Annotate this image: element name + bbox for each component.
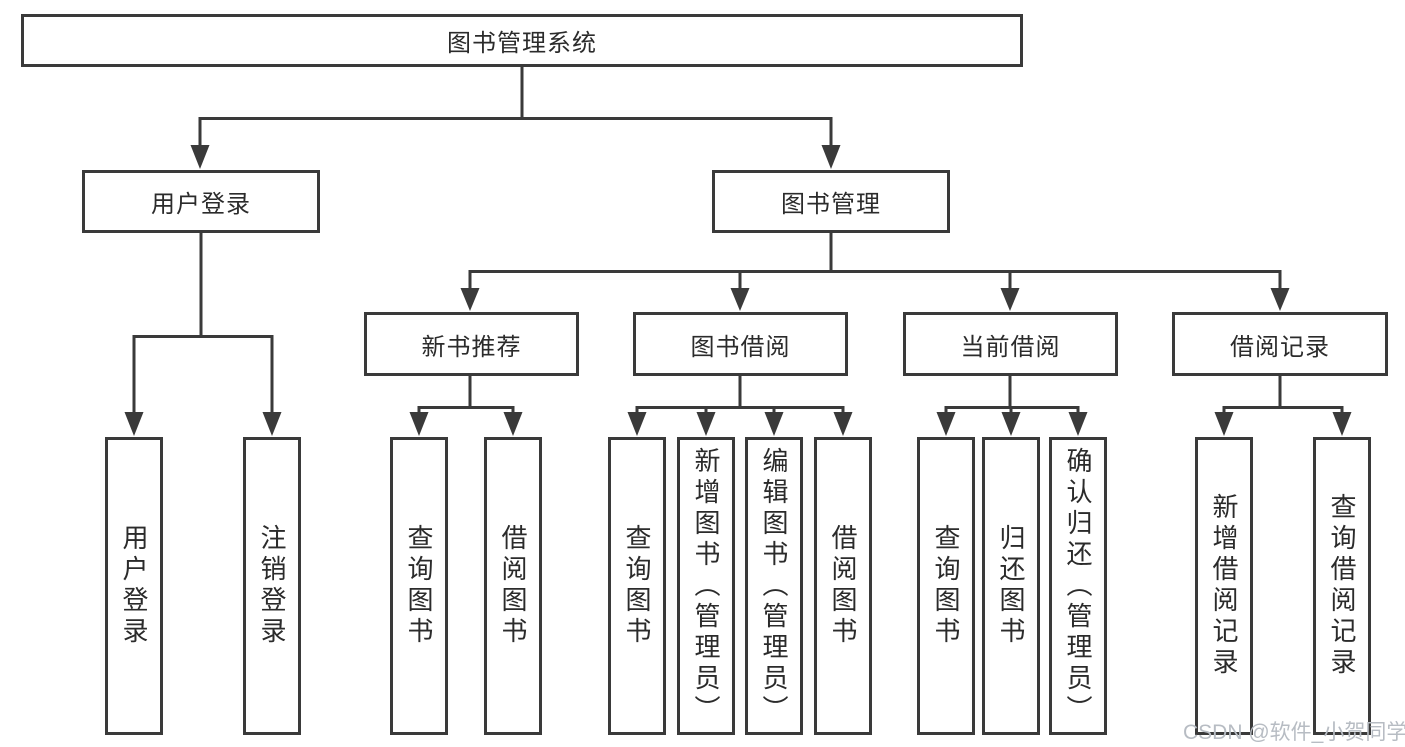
csdn-watermark: CSDN @软件_小贺同学 — [1183, 721, 1405, 744]
node-book-borrowing: 图书借阅 — [633, 312, 848, 376]
leaf-confirm-return-admin: 确认归还（管理员） — [1049, 437, 1107, 735]
node-label: 新书推荐 — [421, 333, 522, 361]
node-label: 用户登录 — [119, 524, 149, 648]
leaf-query-books-recommend: 查询图书 — [390, 437, 448, 735]
leaf-query-books-borrowing: 查询图书 — [608, 437, 666, 735]
node-label: 查询图书 — [622, 524, 652, 648]
leaf-edit-book-admin: 编辑图书（管理员） — [745, 437, 803, 735]
node-label: 查询图书 — [404, 524, 434, 648]
leaf-logout: 注销登录 — [243, 437, 301, 735]
node-label: 查询借阅记录 — [1327, 493, 1357, 679]
node-borrowing-records: 借阅记录 — [1172, 312, 1388, 376]
node-label: 归还图书 — [996, 524, 1026, 648]
node-label: 新增借阅记录 — [1209, 493, 1239, 679]
leaf-user-login: 用户登录 — [105, 437, 163, 735]
leaf-borrow-books-recommend: 借阅图书 — [484, 437, 542, 735]
node-label: 新增图书（管理员） — [691, 446, 721, 726]
node-book-management: 图书管理 — [712, 170, 950, 233]
leaf-add-borrow-record: 新增借阅记录 — [1195, 437, 1253, 735]
node-user-login-group: 用户登录 — [82, 170, 320, 233]
node-label: 图书借阅 — [690, 333, 791, 361]
node-label: 图书管理 — [781, 191, 881, 218]
node-library-management-system: 图书管理系统 — [21, 14, 1023, 67]
leaf-add-book-admin: 新增图书（管理员） — [677, 437, 735, 735]
node-label: 当前借阅 — [960, 333, 1061, 361]
leaf-borrow-books-borrowing: 借阅图书 — [814, 437, 872, 735]
node-label: 编辑图书（管理员） — [759, 446, 789, 726]
node-label: 查询图书 — [931, 524, 961, 648]
node-label: 借阅图书 — [828, 524, 858, 648]
node-label: 用户登录 — [151, 191, 251, 218]
leaf-return-books: 归还图书 — [982, 437, 1040, 735]
node-label: 借阅图书 — [498, 524, 528, 648]
node-label: 图书管理系统 — [447, 30, 597, 57]
node-label: 注销登录 — [257, 524, 287, 648]
node-current-borrowing: 当前借阅 — [903, 312, 1118, 376]
node-label: 借阅记录 — [1230, 333, 1330, 361]
leaf-query-books-current: 查询图书 — [917, 437, 975, 735]
node-new-book-recommendation: 新书推荐 — [364, 312, 579, 376]
node-label: 确认归还（管理员） — [1063, 446, 1093, 726]
leaf-query-borrow-record: 查询借阅记录 — [1313, 437, 1371, 735]
